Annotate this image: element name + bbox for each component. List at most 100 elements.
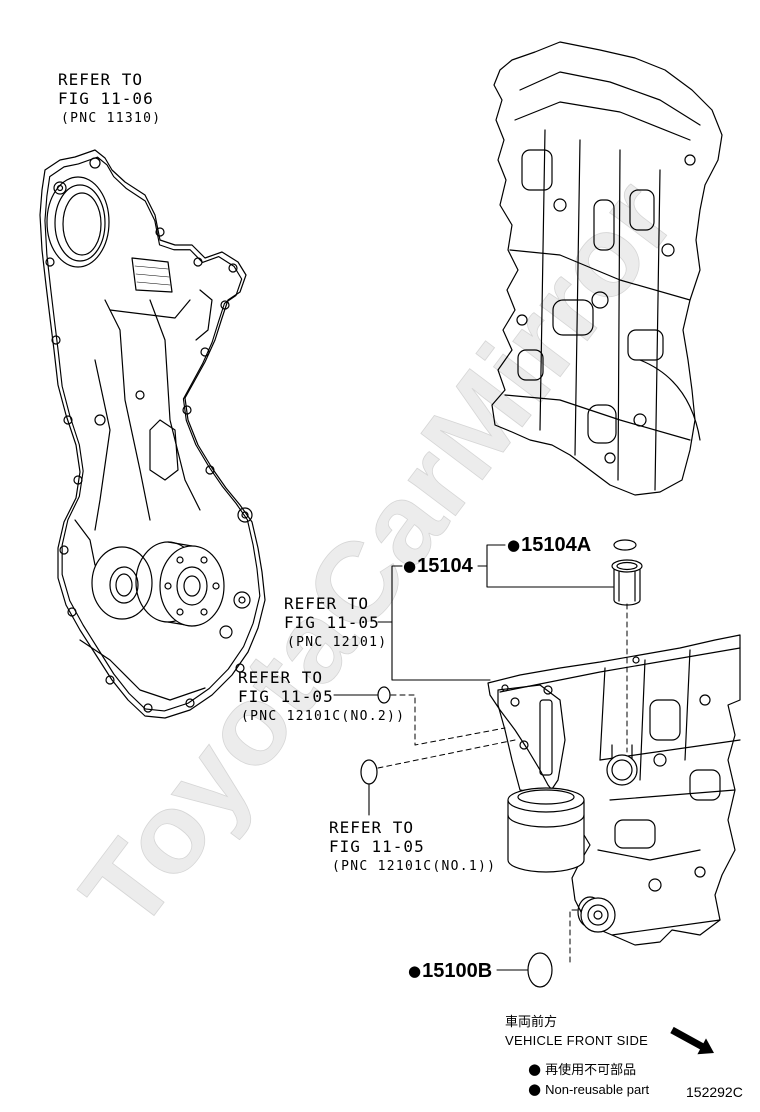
bolt-hole bbox=[219, 625, 233, 639]
block-hole bbox=[553, 198, 567, 212]
bolt-hole bbox=[45, 257, 55, 267]
oil-filter-top bbox=[507, 787, 585, 813]
oil-filter bbox=[507, 787, 585, 873]
cover-mount-plate bbox=[131, 257, 173, 293]
bolt-hole bbox=[238, 596, 246, 604]
cover-seal-bore-lip bbox=[54, 184, 106, 262]
bolt-hole bbox=[105, 675, 115, 685]
oil-pan-hole bbox=[648, 878, 662, 892]
cover-rib bbox=[149, 299, 201, 511]
part-number: 15104 bbox=[417, 555, 473, 577]
oil-filter-cap bbox=[517, 789, 575, 805]
bolt-hole bbox=[235, 663, 245, 673]
strainer-port bbox=[606, 744, 638, 786]
timing-chain-cover bbox=[39, 149, 266, 719]
leader-15104-bracket bbox=[477, 544, 614, 588]
oil-pan-opening bbox=[614, 819, 656, 849]
block-rib bbox=[539, 129, 546, 431]
install-line-drain bbox=[569, 909, 583, 963]
bolt-hole bbox=[185, 698, 195, 708]
oil-pan-hole bbox=[501, 684, 509, 692]
callout-line: FIG 11-05 bbox=[329, 837, 425, 856]
callout-refer-fig-11-06: REFER TO FIG 11-06 (PNC 11310) bbox=[58, 70, 161, 127]
strainer-body bbox=[613, 567, 641, 606]
cover-rib bbox=[74, 519, 96, 566]
bolt-hole bbox=[59, 545, 69, 555]
callout-line: REFER TO bbox=[238, 668, 324, 687]
crank-seal-mid bbox=[109, 566, 139, 604]
pulley-bolt-hole bbox=[176, 608, 184, 616]
pulley-hub bbox=[176, 566, 208, 606]
bolt-hole bbox=[193, 257, 203, 267]
bolt-hole bbox=[233, 591, 251, 609]
block-band bbox=[509, 249, 691, 301]
oil-pan bbox=[487, 634, 741, 946]
cover-rib bbox=[94, 359, 111, 531]
part-label-15104A[interactable]: ●15104A bbox=[507, 534, 591, 556]
bolt-hole bbox=[228, 263, 238, 273]
pulley-bolt-hole bbox=[212, 582, 220, 590]
gasket-15100B bbox=[527, 952, 553, 988]
bolt-hole bbox=[220, 300, 230, 310]
bolt-hole bbox=[135, 390, 145, 400]
bolt-hole bbox=[200, 347, 210, 357]
pulley-front-face bbox=[159, 545, 225, 627]
oil-pan-opening bbox=[649, 699, 681, 741]
oil-pan-rib bbox=[599, 667, 606, 761]
part-label-15100B[interactable]: ●15100B bbox=[408, 960, 492, 982]
oil-filter-bracket bbox=[497, 684, 566, 796]
block-opening bbox=[517, 349, 544, 381]
bolt-hole bbox=[241, 511, 249, 519]
install-line-oring-no2 bbox=[390, 694, 506, 746]
oil-pan-rib bbox=[609, 789, 736, 801]
drain-plug-center bbox=[593, 910, 603, 920]
figure-id: 152292C bbox=[686, 1084, 743, 1100]
vehicle-front-label-en: VEHICLE FRONT SIDE bbox=[505, 1033, 649, 1048]
strainer-port-outer bbox=[606, 754, 638, 786]
cover-inner-outline bbox=[44, 156, 261, 712]
bolt-hole bbox=[94, 414, 106, 426]
callout-refer-pnc-12101c-no1: REFER TO FIG 11-05 (PNC 12101C(NO.1)) bbox=[329, 818, 496, 875]
cover-bolt-holes bbox=[45, 157, 253, 713]
legend-label: 再使用不可部品 bbox=[545, 1062, 637, 1077]
bolt-hole bbox=[51, 335, 61, 345]
crank-seal-inner bbox=[115, 573, 133, 597]
bolt-hole bbox=[155, 227, 165, 237]
block-opening bbox=[587, 404, 617, 444]
block-crank-arc bbox=[639, 359, 701, 441]
part-number: 15104A bbox=[521, 534, 592, 556]
leader-15104-down bbox=[391, 565, 491, 681]
callout-pnc: (PNC 12101C(NO.1)) bbox=[332, 859, 497, 874]
oil-pan-opening bbox=[689, 769, 721, 801]
oring-12101c-no1 bbox=[360, 759, 378, 785]
block-opening bbox=[627, 329, 664, 361]
oring-15104A bbox=[613, 539, 637, 551]
crank-seal-outer bbox=[91, 546, 153, 620]
block-deck-line bbox=[519, 71, 701, 126]
strainer-ridge bbox=[618, 571, 636, 602]
idler-pulley bbox=[135, 541, 225, 627]
part-15104-strainer bbox=[611, 559, 643, 606]
filter-bracket-body bbox=[497, 684, 566, 796]
block-opening bbox=[521, 149, 553, 191]
strainer-top bbox=[616, 561, 638, 571]
strainer-port-inner bbox=[611, 759, 633, 781]
callout-line: FIG 11-06 bbox=[58, 89, 154, 108]
callout-line: FIG 11-05 bbox=[284, 613, 380, 632]
pulley-bolt-hole bbox=[200, 556, 208, 564]
bolt-hole bbox=[205, 465, 215, 475]
bolt-hole bbox=[53, 181, 67, 195]
block-hole bbox=[684, 154, 696, 166]
part-label-15104[interactable]: ●15104 bbox=[403, 555, 473, 577]
block-rib bbox=[617, 149, 621, 481]
bolt-hole bbox=[182, 405, 192, 415]
drain-plug-head bbox=[580, 897, 616, 933]
part-number: 15100B bbox=[422, 960, 493, 982]
crankshaft-seal bbox=[91, 546, 153, 620]
filter-bracket-bolt bbox=[543, 685, 553, 695]
cylinder-block bbox=[491, 41, 723, 496]
drain-plug-hex bbox=[587, 904, 609, 926]
block-opening bbox=[629, 189, 655, 231]
